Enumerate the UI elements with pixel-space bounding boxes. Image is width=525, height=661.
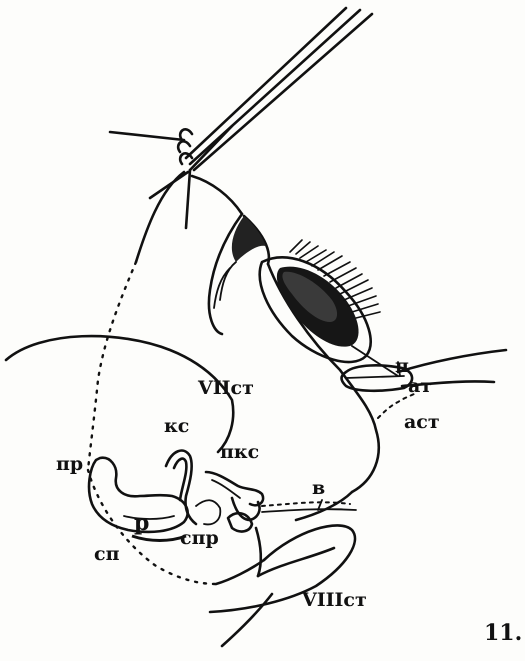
stalk	[214, 262, 236, 308]
label-sp: сп	[94, 543, 120, 565]
label-viii-st: VIIIст	[301, 589, 367, 611]
sternite-viii	[210, 525, 355, 646]
label-spr: спр	[180, 527, 219, 549]
figure-number: 11.	[484, 620, 522, 646]
label-ast: аст	[404, 411, 440, 433]
label-at: ат	[408, 375, 432, 397]
label-v: в	[312, 477, 325, 499]
label-ks: кс	[164, 415, 189, 437]
label-pks: пкс	[220, 441, 259, 463]
label-pr: пр	[56, 453, 83, 475]
antenna-bristles	[110, 8, 372, 228]
lower-edge	[216, 560, 264, 584]
label-vii-st: VIIст	[197, 377, 254, 399]
label-p: п	[395, 355, 409, 377]
label-r: р	[134, 510, 149, 536]
